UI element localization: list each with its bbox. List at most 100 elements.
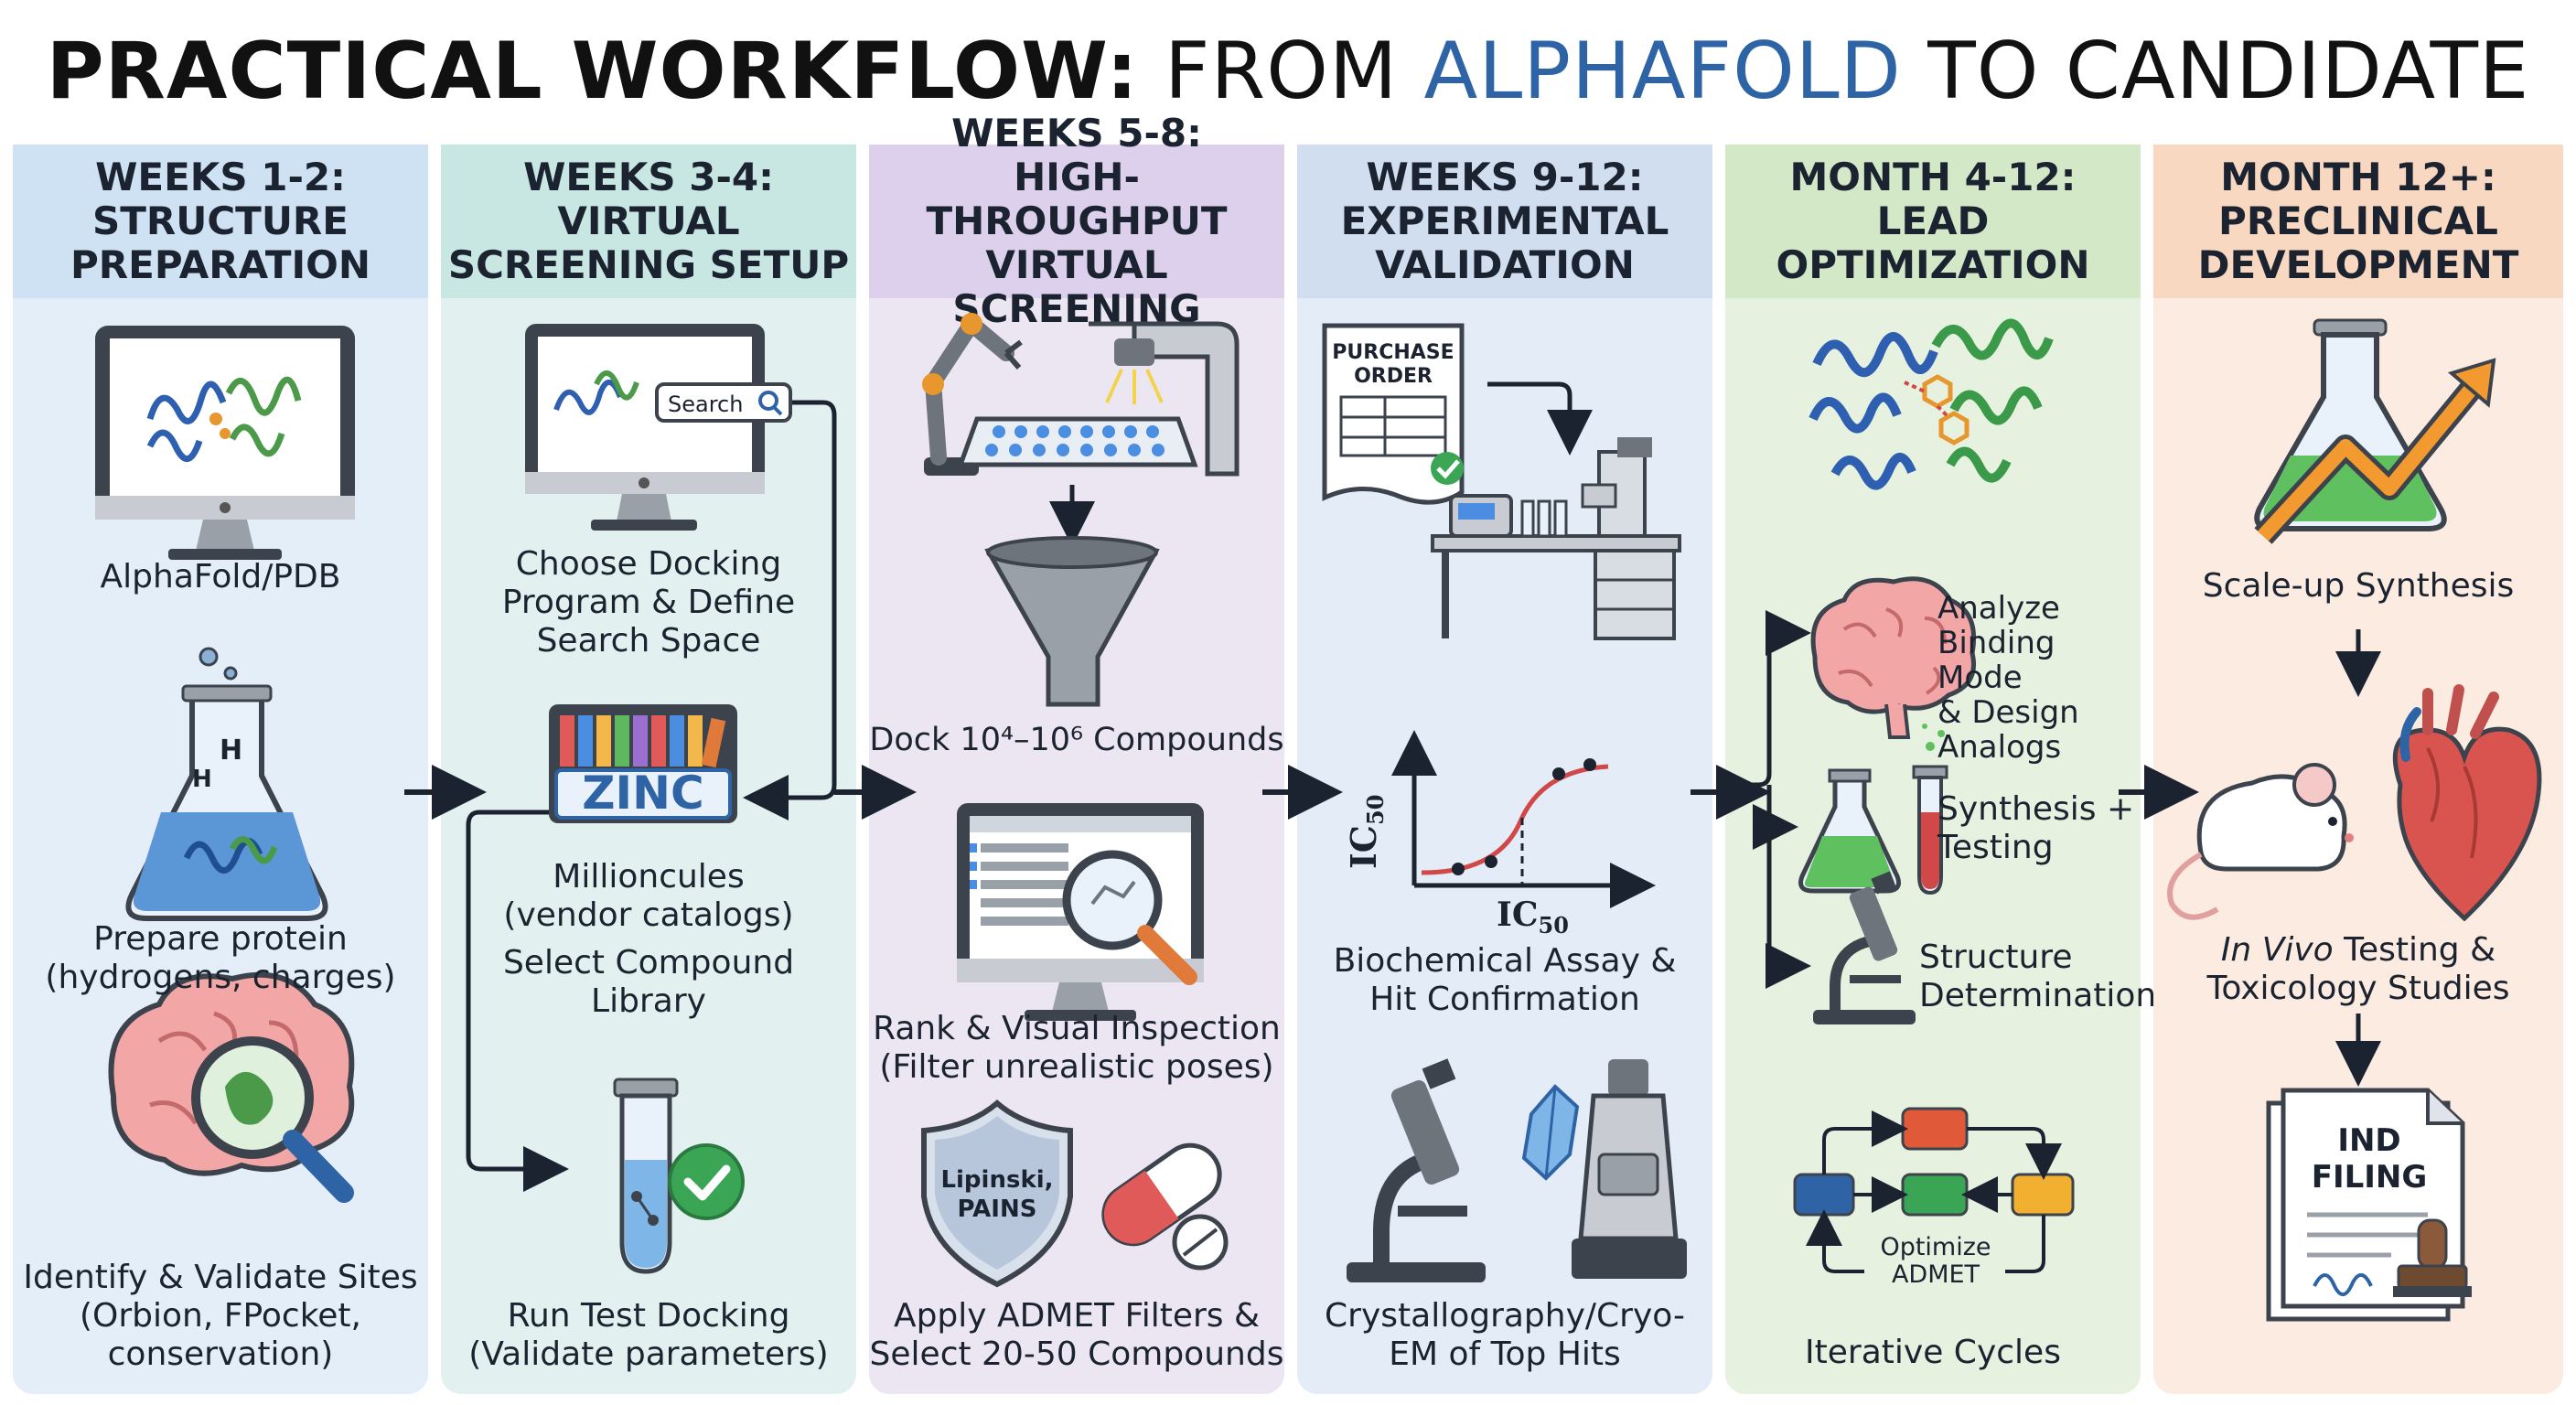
heading-line: MONTH 12+: bbox=[2220, 155, 2496, 199]
heading-line: LEAD bbox=[1876, 198, 1990, 243]
column-heading: MONTH 12+: PRECLINICAL DEVELOPMENT bbox=[2153, 145, 2563, 298]
heading-line: PREPARATION bbox=[70, 242, 370, 287]
monitor-magnifier-icon bbox=[957, 803, 1204, 1021]
title-part1: PRACTICAL WORKFLOW: bbox=[46, 26, 1139, 117]
microscope-crystal-icon bbox=[1347, 1058, 1687, 1282]
column-virtual-screening-setup: WEEKS 3-4: VIRTUAL SCREENING SETUP Searc… bbox=[441, 145, 856, 1394]
label-alphafold-pdb: AlphaFold/PDB bbox=[100, 558, 341, 595]
label-structure-determination: Structure Determination bbox=[1919, 938, 2157, 1014]
computer-protein-icon bbox=[95, 326, 355, 560]
label-apply-admet: Apply ADMET Filters & Select 20-50 Compo… bbox=[869, 1297, 1284, 1373]
column-experimental-validation: WEEKS 9-12: EXPERIMENTAL VALIDATION PURC… bbox=[1297, 145, 1712, 1394]
flask-protein-icon: H H bbox=[125, 647, 328, 921]
label-scale-up-synthesis: Scale-up Synthesis bbox=[2202, 567, 2515, 605]
flask-growth-icon bbox=[2254, 318, 2496, 544]
label-choose-docking: Choose Docking Program & Define Search S… bbox=[501, 545, 796, 660]
heading-line: HIGH-THROUGHPUT bbox=[926, 155, 1228, 243]
shield-text-line1: Lipinski, bbox=[940, 1166, 1053, 1194]
heading-line: WEEKS 5-8: bbox=[951, 111, 1202, 156]
label-iterative-cycles: Iterative Cycles bbox=[1805, 1334, 2061, 1371]
robot-funnel-icon bbox=[922, 311, 1240, 707]
flask-hydrogen-label: H bbox=[220, 735, 242, 767]
heading-line: EXPERIMENTAL bbox=[1340, 198, 1669, 243]
purchase-order-text: PURCHASE bbox=[1332, 341, 1454, 364]
zinc-logo-text: ZINC bbox=[582, 767, 703, 820]
label-millioncules: Millioncules (vendor catalogs) bbox=[503, 858, 794, 934]
label-select-library: Select Compound Library bbox=[502, 944, 795, 1020]
ic50-curve-icon: IC50 IC50 bbox=[1343, 730, 1656, 938]
column1-icons: H H bbox=[95, 326, 355, 1203]
title-part2: FROM bbox=[1165, 26, 1399, 117]
column4-icons: PURCHASE ORDER bbox=[1322, 323, 1687, 1282]
cycle-center-text: ADMET bbox=[1892, 1260, 1980, 1289]
column-heading: WEEKS 1-2: STRUCTURE PREPARATION bbox=[13, 145, 428, 298]
label-in-vivo-emphasis: In Vivo bbox=[2220, 931, 2334, 969]
protein-complex-icon bbox=[1809, 318, 2054, 490]
heading-line: OPTIMIZATION bbox=[1776, 242, 2090, 287]
label-rank-inspection: Rank & Visual Inspection (Filter unreali… bbox=[873, 1010, 1281, 1086]
label-in-vivo-testing: In Vivo Testing & Toxicology Studies bbox=[2153, 931, 2563, 1008]
purchase-order-icon: PURCHASE ORDER bbox=[1322, 323, 1593, 505]
column-heading: WEEKS 3-4: VIRTUAL SCREENING SETUP bbox=[441, 145, 856, 298]
label-crystallography: Crystallography/Cryo- EM of Top Hits bbox=[1325, 1297, 1685, 1373]
purchase-order-text: ORDER bbox=[1354, 365, 1433, 388]
heading-line: VALIDATION bbox=[1375, 242, 1635, 287]
label-run-test-docking: Run Test Docking (Validate parameters) bbox=[468, 1297, 829, 1373]
cycle-center-text: Optimize bbox=[1880, 1233, 1991, 1261]
flask-tube-icon bbox=[1798, 724, 1948, 896]
mouse-heart-icon bbox=[2167, 684, 2542, 922]
column-structure-preparation: WEEKS 1-2: STRUCTURE PREPARATION H bbox=[13, 145, 428, 1394]
column6-icons: IND FILING bbox=[2167, 318, 2542, 1322]
label-biochemical-assay: Biochemical Assay & Hit Confirmation bbox=[1333, 942, 1677, 1018]
label-identify-sites: Identify & Validate Sites (Orbion, FPock… bbox=[23, 1259, 418, 1373]
lab-bench-icon bbox=[1431, 437, 1681, 640]
ind-filing-text: IND bbox=[2337, 1122, 2400, 1159]
brain-magnifier-icon bbox=[108, 971, 355, 1203]
flask-hydrogen-label: H bbox=[192, 766, 212, 793]
page-title: PRACTICAL WORKFLOW: FROM ALPHAFOLD TO CA… bbox=[0, 16, 2576, 126]
shield-text-line2: PAINS bbox=[958, 1196, 1037, 1223]
ind-filing-text: FILING bbox=[2312, 1159, 2428, 1196]
computer-search-icon: Search bbox=[525, 324, 792, 531]
zinc-library-icon: ZINC bbox=[549, 704, 737, 823]
y-axis-subscript: 50 bbox=[1362, 795, 1389, 825]
heading-line: MONTH 4-12: bbox=[1789, 155, 2077, 199]
label-synthesis-testing: Synthesis + Testing bbox=[1937, 790, 2135, 866]
heading-line: VIRTUAL SCREENING bbox=[952, 242, 1201, 331]
shield-pill-icon: Lipinski, PAINS bbox=[921, 1099, 1229, 1288]
label-dock-compounds: Dock 10⁴–10⁶ Compounds bbox=[869, 722, 1284, 758]
heading-line: PRECLINICAL bbox=[2218, 198, 2498, 243]
heading-line: DEVELOPMENT bbox=[2197, 242, 2519, 287]
heading-line: WEEKS 1-2: bbox=[95, 155, 346, 199]
microscope-icon bbox=[1813, 871, 1916, 1024]
column-heading: WEEKS 5-8: HIGH-THROUGHPUT VIRTUAL SCREE… bbox=[869, 112, 1284, 331]
title-part3: ALPHAFOLD bbox=[1423, 26, 1902, 117]
column-heading: WEEKS 9-12: EXPERIMENTAL VALIDATION bbox=[1297, 145, 1712, 298]
label-prepare-protein: Prepare protein (hydrogens, charges) bbox=[45, 920, 396, 996]
heading-line: VIRTUAL bbox=[557, 198, 740, 243]
svg-text:IC50: IC50 bbox=[1497, 896, 1569, 938]
svg-text:IC50: IC50 bbox=[1343, 795, 1389, 869]
title-part4: TO CANDIDATE bbox=[1927, 26, 2530, 117]
y-axis-label: IC bbox=[1343, 825, 1384, 869]
column2-icons: Search ZINC bbox=[466, 324, 837, 1274]
cycle-icon: Optimize ADMET bbox=[1793, 1107, 2075, 1289]
heading-line: STRUCTURE bbox=[92, 198, 349, 243]
x-axis-subscript: 50 bbox=[1539, 912, 1569, 938]
brain-icon bbox=[1810, 576, 1977, 739]
column-preclinical-development: MONTH 12+: PRECLINICAL DEVELOPMENT bbox=[2153, 145, 2563, 1394]
column3-icons: Lipinski, PAINS bbox=[921, 311, 1240, 1288]
test-tube-check-icon bbox=[613, 1078, 745, 1274]
search-box-text: Search bbox=[668, 391, 743, 417]
column-lead-optimization: MONTH 4-12: LEAD OPTIMIZATION bbox=[1725, 145, 2157, 1394]
column5-icons: Optimize ADMET bbox=[1742, 318, 2075, 1289]
column-high-throughput-screening: WEEKS 5-8: HIGH-THROUGHPUT VIRTUAL SCREE… bbox=[869, 112, 1284, 1394]
x-axis-label: IC bbox=[1497, 896, 1539, 934]
heading-line: WEEKS 9-12: bbox=[1366, 155, 1644, 199]
label-analyze-binding: Analyze Binding Mode & Design Analogs bbox=[1937, 590, 2079, 766]
heading-line: SCREENING SETUP bbox=[447, 242, 850, 287]
label-in-vivo-rest: Testing & Toxicology Studies bbox=[2206, 931, 2510, 1007]
column-heading: MONTH 4-12: LEAD OPTIMIZATION bbox=[1725, 145, 2141, 298]
ind-filing-icon: IND FILING bbox=[2266, 1088, 2472, 1322]
heading-line: WEEKS 3-4: bbox=[523, 155, 774, 199]
